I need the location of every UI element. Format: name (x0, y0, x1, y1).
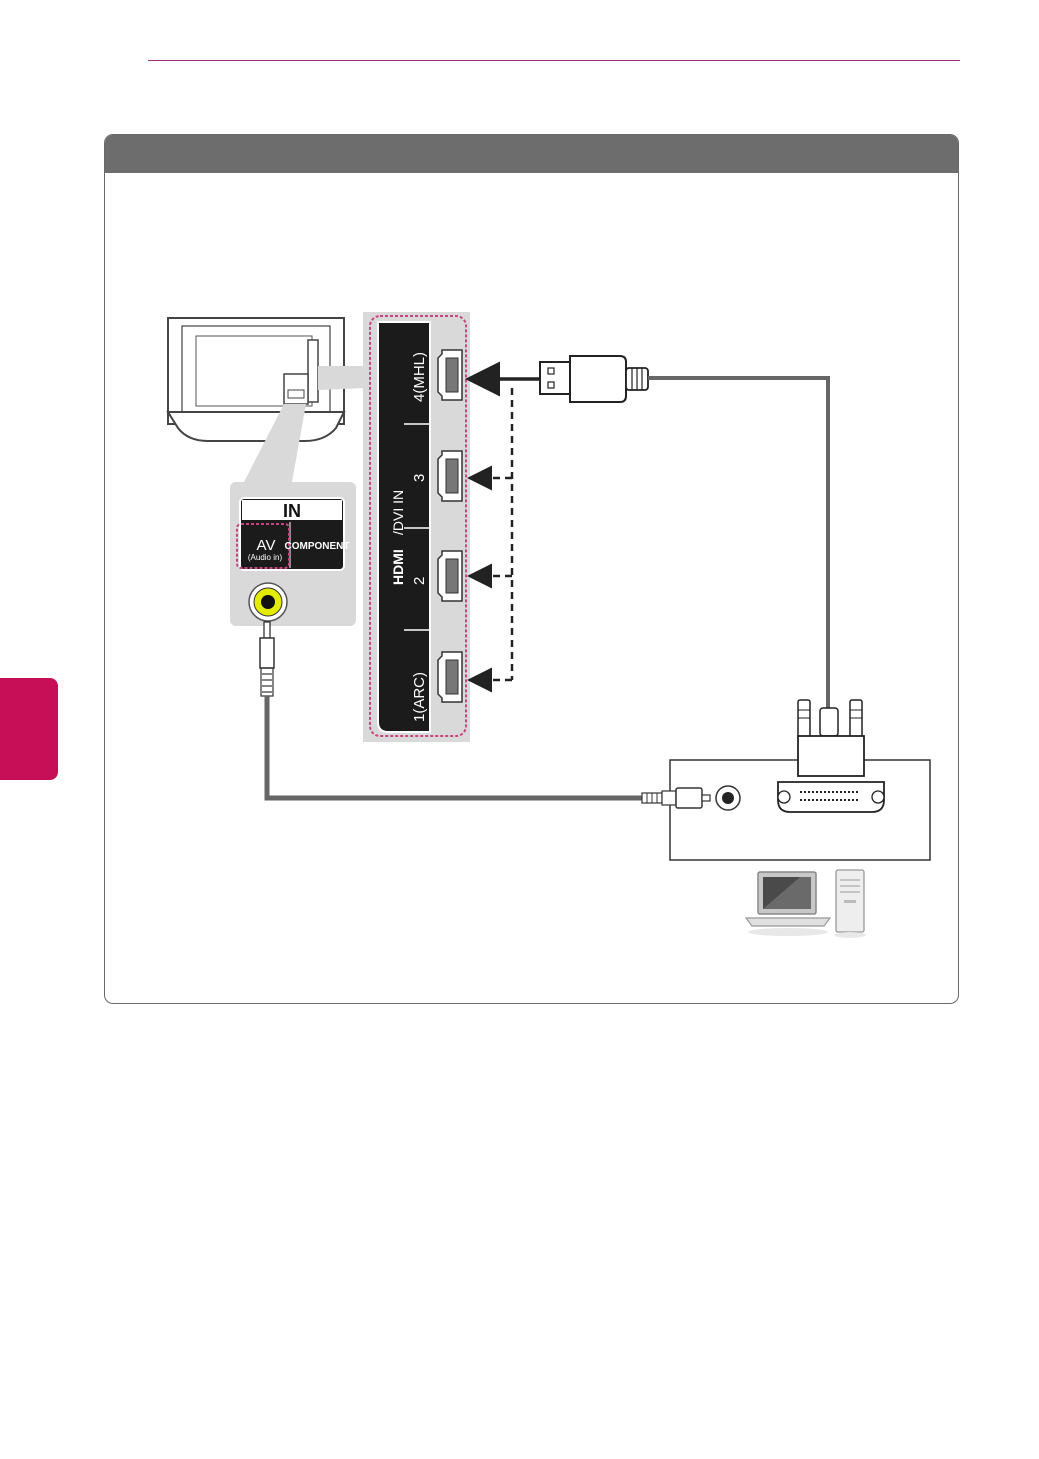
audio-plug-left (260, 622, 274, 696)
hdmi-dvi-in-panel: HDMI /DVI IN 4(MHL) 3 2 1(ARC) (363, 312, 470, 742)
hdmi-dvi-cable (648, 378, 828, 708)
laptop-icon (746, 872, 830, 936)
av-label: AV (257, 537, 276, 554)
port-label-2: 2 (411, 577, 428, 585)
port-label-4: 4(MHL) (411, 352, 428, 402)
hdmi-plug-icon (540, 356, 648, 402)
in-label: IN (283, 501, 301, 521)
dvi-in-label: /DVI IN (390, 490, 406, 535)
port-label-1: 1(ARC) (411, 672, 428, 722)
zoom-callout-hdmi (318, 366, 366, 390)
hdmi-port-1 (438, 652, 462, 702)
hdmi-port-2 (438, 551, 462, 601)
port-label-3: 3 (411, 474, 428, 482)
desktop-tower-icon (834, 870, 866, 938)
hdmi-port-4 (438, 350, 462, 400)
hdmi-port-3 (438, 451, 462, 501)
av-in-panel: IN AV (Audio in) COMPONENT (230, 482, 356, 626)
hdmi-label: HDMI (390, 549, 406, 585)
audio-jack-icon (642, 786, 740, 810)
component-label: COMPONENT (285, 541, 350, 552)
audio-in-label: (Audio in) (248, 553, 283, 562)
tv-back-icon (168, 318, 344, 441)
dvi-connector-icon (778, 700, 884, 812)
